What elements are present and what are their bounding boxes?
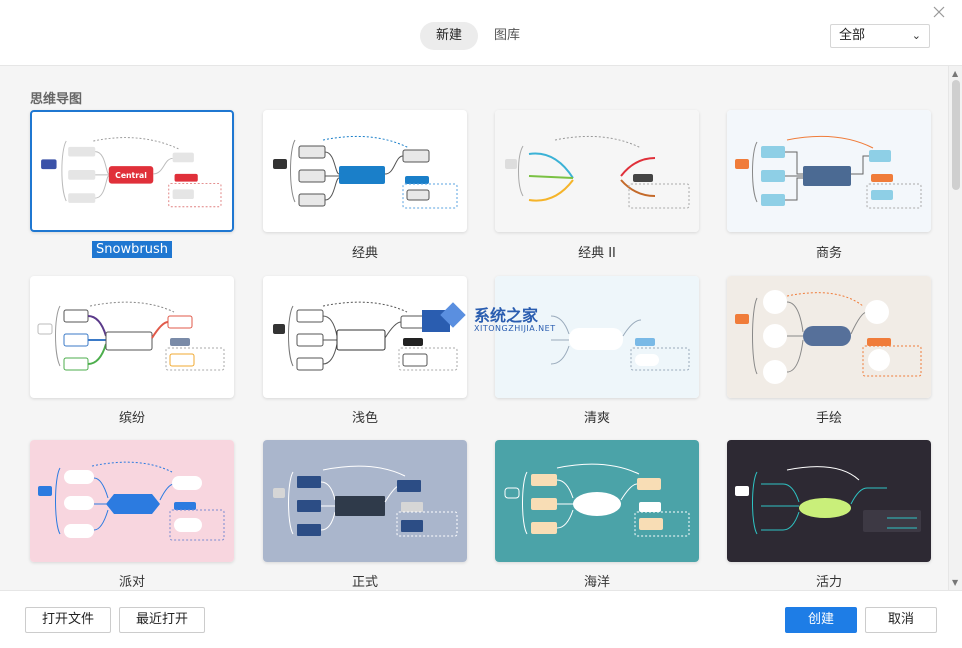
template-label: 手绘 xyxy=(815,411,842,426)
close-icon[interactable] xyxy=(932,5,946,19)
template-card-formal[interactable] xyxy=(263,440,467,562)
template-card-vivid[interactable] xyxy=(727,440,931,562)
filter-dropdown[interactable]: 全部 ⌄ xyxy=(830,24,930,48)
template-label: 正式 xyxy=(351,575,378,590)
central-text: Central xyxy=(115,171,147,180)
section-title: 思维导图 xyxy=(30,92,83,107)
template-label: Snowbrush xyxy=(30,241,234,258)
template-card-handdrawn[interactable] xyxy=(727,276,931,398)
watermark-title: 系统之家 xyxy=(474,306,539,325)
template-card-light[interactable] xyxy=(263,276,467,398)
template-label: 经典 II xyxy=(578,246,616,261)
template-card-party[interactable] xyxy=(30,440,234,562)
tab-bar: 新建 图库 xyxy=(420,22,536,50)
scroll-up-icon[interactable]: ▲ xyxy=(952,69,959,78)
watermark-subtitle: XITONGZHIJIA.NET xyxy=(474,324,556,333)
filter-value: 全部 xyxy=(839,28,866,43)
watermark: 系统之家 XITONGZHIJIA.NET xyxy=(416,302,556,342)
template-label: 商务 xyxy=(815,246,842,261)
template-panel: 思维导图 Central Snowbrush xyxy=(0,66,948,590)
dialog-footer: 打开文件 最近打开 创建 取消 xyxy=(0,590,962,648)
template-card-ocean[interactable] xyxy=(495,440,699,562)
scroll-down-icon[interactable]: ▼ xyxy=(952,578,959,587)
scroll-thumb[interactable] xyxy=(952,80,960,190)
template-label: 缤纷 xyxy=(118,411,145,426)
template-card-snowbrush[interactable]: Central xyxy=(30,110,234,232)
vertical-scrollbar[interactable]: ▲ ▼ xyxy=(948,66,962,590)
chevron-down-icon: ⌄ xyxy=(911,29,921,42)
template-card-colorful[interactable] xyxy=(30,276,234,398)
open-file-button[interactable]: 打开文件 xyxy=(25,607,111,633)
template-label: 活力 xyxy=(815,575,842,590)
tab-gallery[interactable]: 图库 xyxy=(494,28,521,43)
template-label: 海洋 xyxy=(583,575,610,590)
tab-new[interactable]: 新建 xyxy=(420,22,479,50)
template-label: 经典 xyxy=(351,246,378,261)
template-card-fresh[interactable] xyxy=(495,276,699,398)
watermark-logo-icon xyxy=(422,302,466,332)
template-label: 清爽 xyxy=(583,411,610,426)
template-label: 浅色 xyxy=(351,411,378,426)
template-card-classic-ii[interactable] xyxy=(495,110,699,232)
template-card-classic[interactable] xyxy=(263,110,467,232)
template-label: 派对 xyxy=(118,575,145,590)
create-button[interactable]: 创建 xyxy=(785,607,857,633)
template-card-business[interactable] xyxy=(727,110,931,232)
recent-files-button[interactable]: 最近打开 xyxy=(119,607,205,633)
dialog-header: 新建 图库 全部 ⌄ xyxy=(0,0,962,66)
cancel-button[interactable]: 取消 xyxy=(865,607,937,633)
